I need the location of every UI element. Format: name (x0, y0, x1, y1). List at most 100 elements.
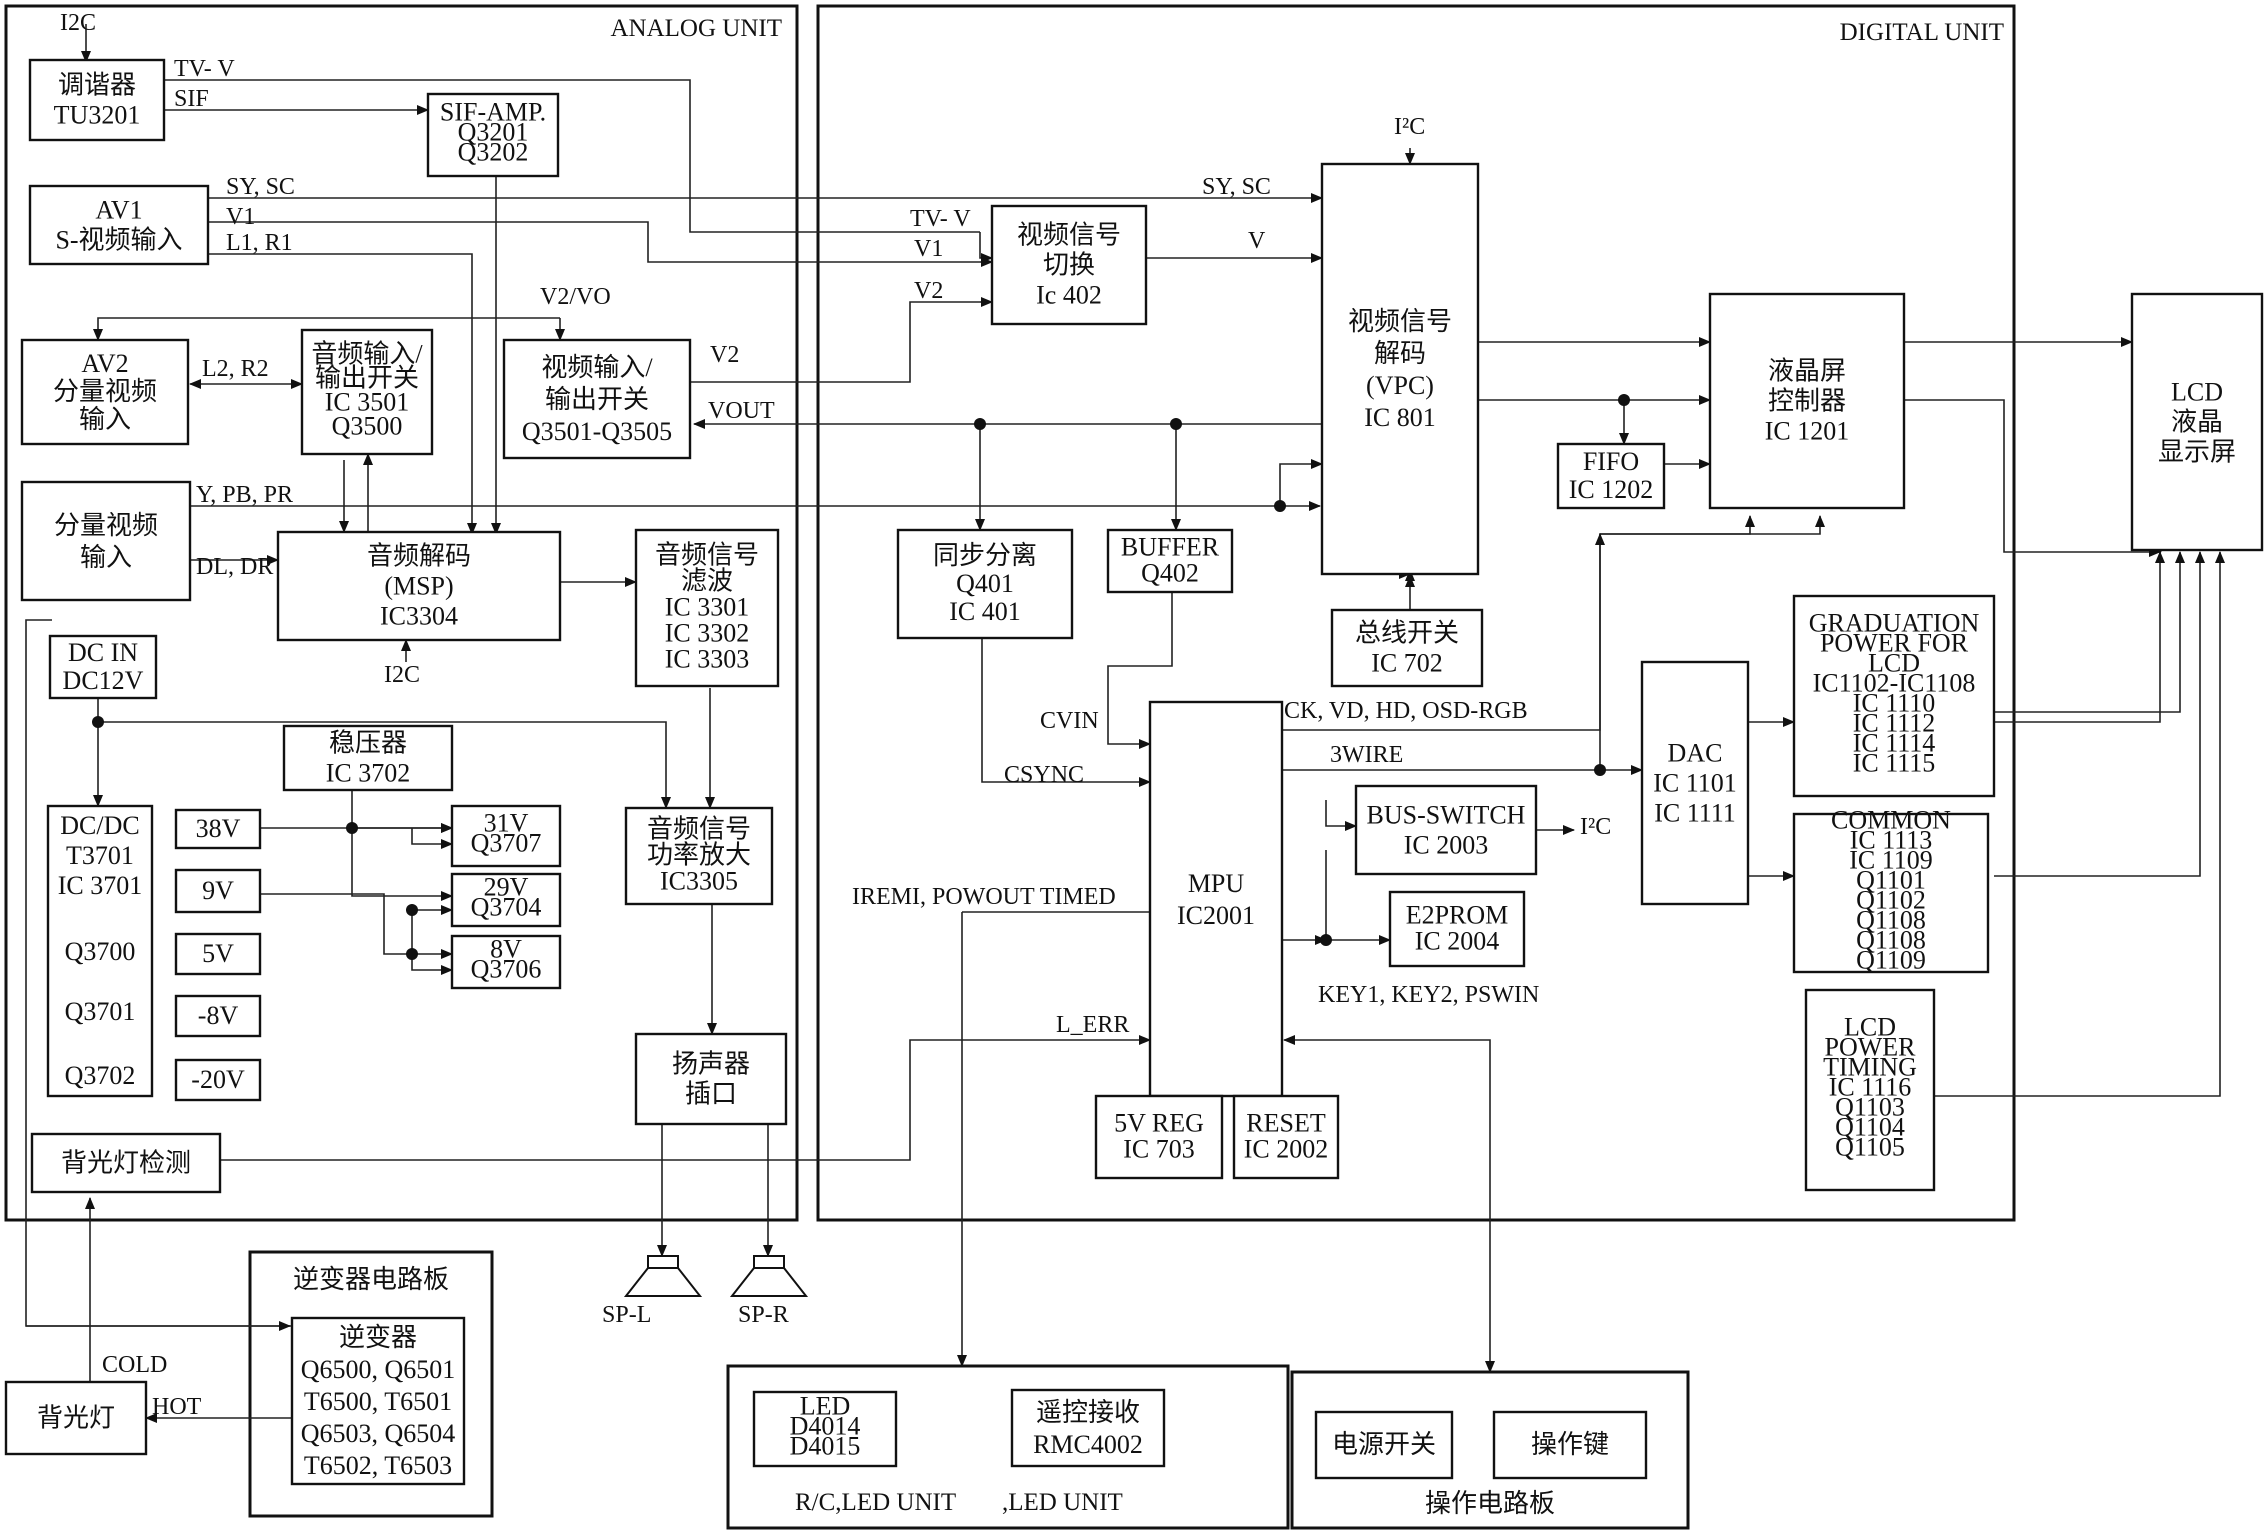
i2c-decoder-label: I2C (384, 662, 420, 688)
i2c-label: I2C (60, 10, 96, 36)
block-av1-line: AV1 (95, 195, 142, 224)
block-video-sw-ic402-line: 视频信号 (1017, 220, 1121, 249)
block-buffer-line: Q402 (1141, 558, 1199, 587)
block-audio-amp-line: 功率放大 (647, 840, 751, 869)
block-lcd-line: LCD (2171, 377, 2223, 406)
block-dc-in-line: DC IN (68, 638, 138, 667)
block-component-in-line: 分量视频 (54, 511, 158, 540)
block-vpc-line: IC 801 (1364, 403, 1436, 432)
block-reg-5v-line: IC 703 (1123, 1134, 1195, 1163)
block-dcdc-line: T3701 (66, 841, 134, 870)
block-sif-amp-line: Q3201 (458, 118, 529, 147)
block-vpc-line: (VPC) (1366, 371, 1434, 400)
block-vm20-line: -20V (191, 1065, 245, 1094)
block-q3706-line: 8V (490, 935, 522, 964)
block-lcd-power-line: Q1104 (1835, 1113, 1905, 1142)
block-av2-line: 输入 (79, 405, 131, 434)
hot-label: HOT (152, 1394, 202, 1420)
block-video-sw-ic402-line: Ic 402 (1036, 280, 1102, 309)
i2c-bus-switch-label: I²C (1580, 814, 1611, 840)
analog-unit-title: ANALOG UNIT (611, 15, 783, 42)
block-dac-line: IC 1111 (1654, 798, 1736, 827)
block-v5: 5V (174, 932, 262, 976)
block-sif-amp-line: SIF-AMP. (440, 98, 546, 127)
v2-label: V2 (710, 342, 739, 368)
block-sync-sep-line: Q401 (956, 569, 1014, 598)
block-video-switch-line: 输出开关 (545, 385, 649, 414)
block-dac-line: DAC (1668, 738, 1723, 767)
block-buffer-line: BUFFER (1121, 532, 1220, 561)
signal-wires (25, 24, 2225, 1423)
block-dcdc-line: IC 3701 (58, 871, 143, 900)
block-graduation-line: IC 1110 (1853, 689, 1936, 718)
block-power-switch-line: 电源开关 (1332, 1430, 1436, 1459)
l-err-label: L_ERR (1056, 1012, 1129, 1038)
block-av2-line: AV2 (81, 349, 128, 378)
block-lcd-power-line: POWER (1825, 1033, 1917, 1062)
block-vm8: -8V (174, 994, 262, 1038)
block-audio-switch-line: 音频输入/ (311, 340, 423, 369)
csync-label: CSYNC (1004, 762, 1084, 788)
block-audio-decoder-line: 音频解码 (367, 541, 471, 570)
rc-led-unit-title: R/C,LED UNIT (795, 1489, 956, 1516)
rc-led-unit: R/C,LED UNIT ,LED UNIT (726, 1364, 1290, 1530)
block-lcd-line: 显示屏 (2158, 437, 2236, 466)
block-q3704-line: Q3704 (471, 893, 542, 922)
block-audio-filter-line: IC 3301 (665, 592, 750, 621)
block-led-d-line: D4015 (790, 1432, 861, 1461)
block-lcd-power-line: Q1103 (1835, 1093, 1905, 1122)
v1-digital-label: V1 (914, 236, 943, 262)
v-label: V (1248, 228, 1266, 254)
block-video-sw-ic402-line: 切换 (1043, 250, 1095, 279)
block-e2prom-line: E2PROM (1406, 900, 1509, 929)
inverter-board: 逆变器电路板 (248, 1250, 494, 1518)
block-v38: 38V (174, 808, 262, 850)
block-vm8-line: -8V (198, 1001, 239, 1030)
block-q3707-line: Q3707 (471, 829, 542, 858)
block-backlight-line: 背光灯 (37, 1403, 115, 1432)
block-vm20: -20V (174, 1058, 262, 1102)
block-graduation-line: LCD (1868, 649, 1920, 678)
block-e2prom-line: IC 2004 (1415, 926, 1500, 955)
block-audio-decoder-line: IC3304 (380, 601, 458, 630)
block-audio-amp-line: 音频信号 (647, 814, 751, 843)
block-bus-switch-ic2003-line: BUS-SWITCH (1367, 800, 1526, 829)
block-reg-5v-line: 5V REG (1114, 1108, 1204, 1137)
block-v9: 9V (174, 868, 262, 914)
block-dcdc-line: Q3702 (65, 1061, 136, 1090)
block-tuner-line: 调谐器 (58, 70, 136, 99)
sysc-label: SY, SC (226, 174, 295, 200)
block-audio-decoder-line: (MSP) (384, 571, 453, 600)
i2c-vpc-label: I²C (1394, 114, 1425, 140)
block-dcdc-line: DC/DC (60, 811, 139, 840)
sp-l-label: SP-L (602, 1302, 651, 1328)
block-audio-filter-line: 音频信号 (655, 540, 759, 569)
block-lcd-power-line: IC 1116 (1829, 1073, 1912, 1102)
sp-r-label: SP-R (738, 1302, 789, 1328)
block-inverter-line: T6500, T6501 (304, 1387, 452, 1416)
block-graduation-line: POWER FOR (1820, 629, 1969, 658)
block-op-keys-line: 操作键 (1531, 1430, 1609, 1459)
block-mpu-line: IC2001 (1177, 901, 1255, 930)
